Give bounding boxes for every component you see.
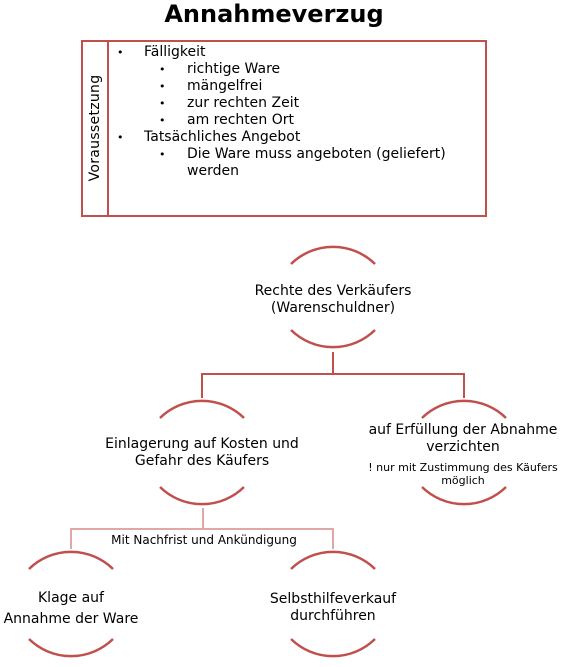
page-title: Annahmeverzug (164, 0, 384, 28)
root-node-line1: Rechte des Verkäufers (254, 283, 412, 299)
list-subitem: richtige Ware (109, 61, 479, 78)
root-node: Rechte des Verkäufers (Warenschuldner) (233, 283, 433, 317)
left-node: Einlagerung auf Kosten und Gefahr des Kä… (92, 436, 312, 470)
list-subitem: mängelfrei (109, 78, 479, 95)
requirements-list: Fälligkeit richtige Ware mängelfrei zur … (109, 44, 479, 180)
leaf-left-line1: Klage auf (38, 590, 104, 606)
list-item: Tatsächliches Angebot (109, 129, 479, 146)
root-node-top-arc (290, 245, 376, 265)
node-arcs (28, 245, 507, 658)
left-node-bottom-arc (159, 486, 245, 506)
right-node: auf Erfüllung der Abnahme verzichten ! n… (355, 422, 571, 487)
connector-left (70, 508, 334, 549)
list-subitem: am rechten Ort (109, 112, 479, 129)
requirements-label-column: Voraussetzung (83, 42, 109, 215)
root-node-line2: (Warenschuldner) (270, 300, 396, 316)
leaf-left-top-arc (28, 550, 114, 570)
leaf-right-node: Selbsthilfeverkauf durchführen (243, 591, 423, 625)
list-subitem: Die Ware muss angeboten (geliefert) werd… (109, 146, 457, 180)
leaf-left-line2: Annahme der Ware (3, 611, 139, 627)
root-node-bottom-arc (290, 329, 376, 349)
branch-label: Mit Nachfrist und Ankündigung (82, 533, 326, 548)
leaf-left-bottom-arc (28, 638, 114, 658)
leaf-right-line1: Selbsthilfeverkauf (269, 591, 397, 607)
list-subitem: zur rechten Zeit (109, 95, 479, 112)
right-node-line1: auf Erfüllung der Abnahme (368, 422, 558, 438)
right-node-top-arc (421, 399, 507, 419)
right-node-note1: ! nur mit Zustimmung des Käufers (368, 461, 558, 474)
leaf-left-node: Klage auf Annahme der Ware (0, 588, 142, 630)
leaf-right-top-arc (290, 550, 376, 570)
right-node-line2: verzichten (426, 439, 500, 455)
requirements-box: Voraussetzung Fälligkeit richtige Ware m… (81, 40, 487, 217)
right-node-bottom-arc (421, 486, 507, 506)
left-node-line1: Einlagerung auf Kosten und (105, 436, 299, 452)
leaf-right-line2: durchführen (290, 608, 376, 624)
leaf-right-bottom-arc (290, 638, 376, 658)
left-node-top-arc (159, 399, 245, 419)
connector-root (201, 352, 465, 398)
right-node-note2: möglich (441, 474, 485, 487)
list-item: Fälligkeit (109, 44, 479, 61)
left-node-line2: Gefahr des Käufers (134, 453, 270, 469)
